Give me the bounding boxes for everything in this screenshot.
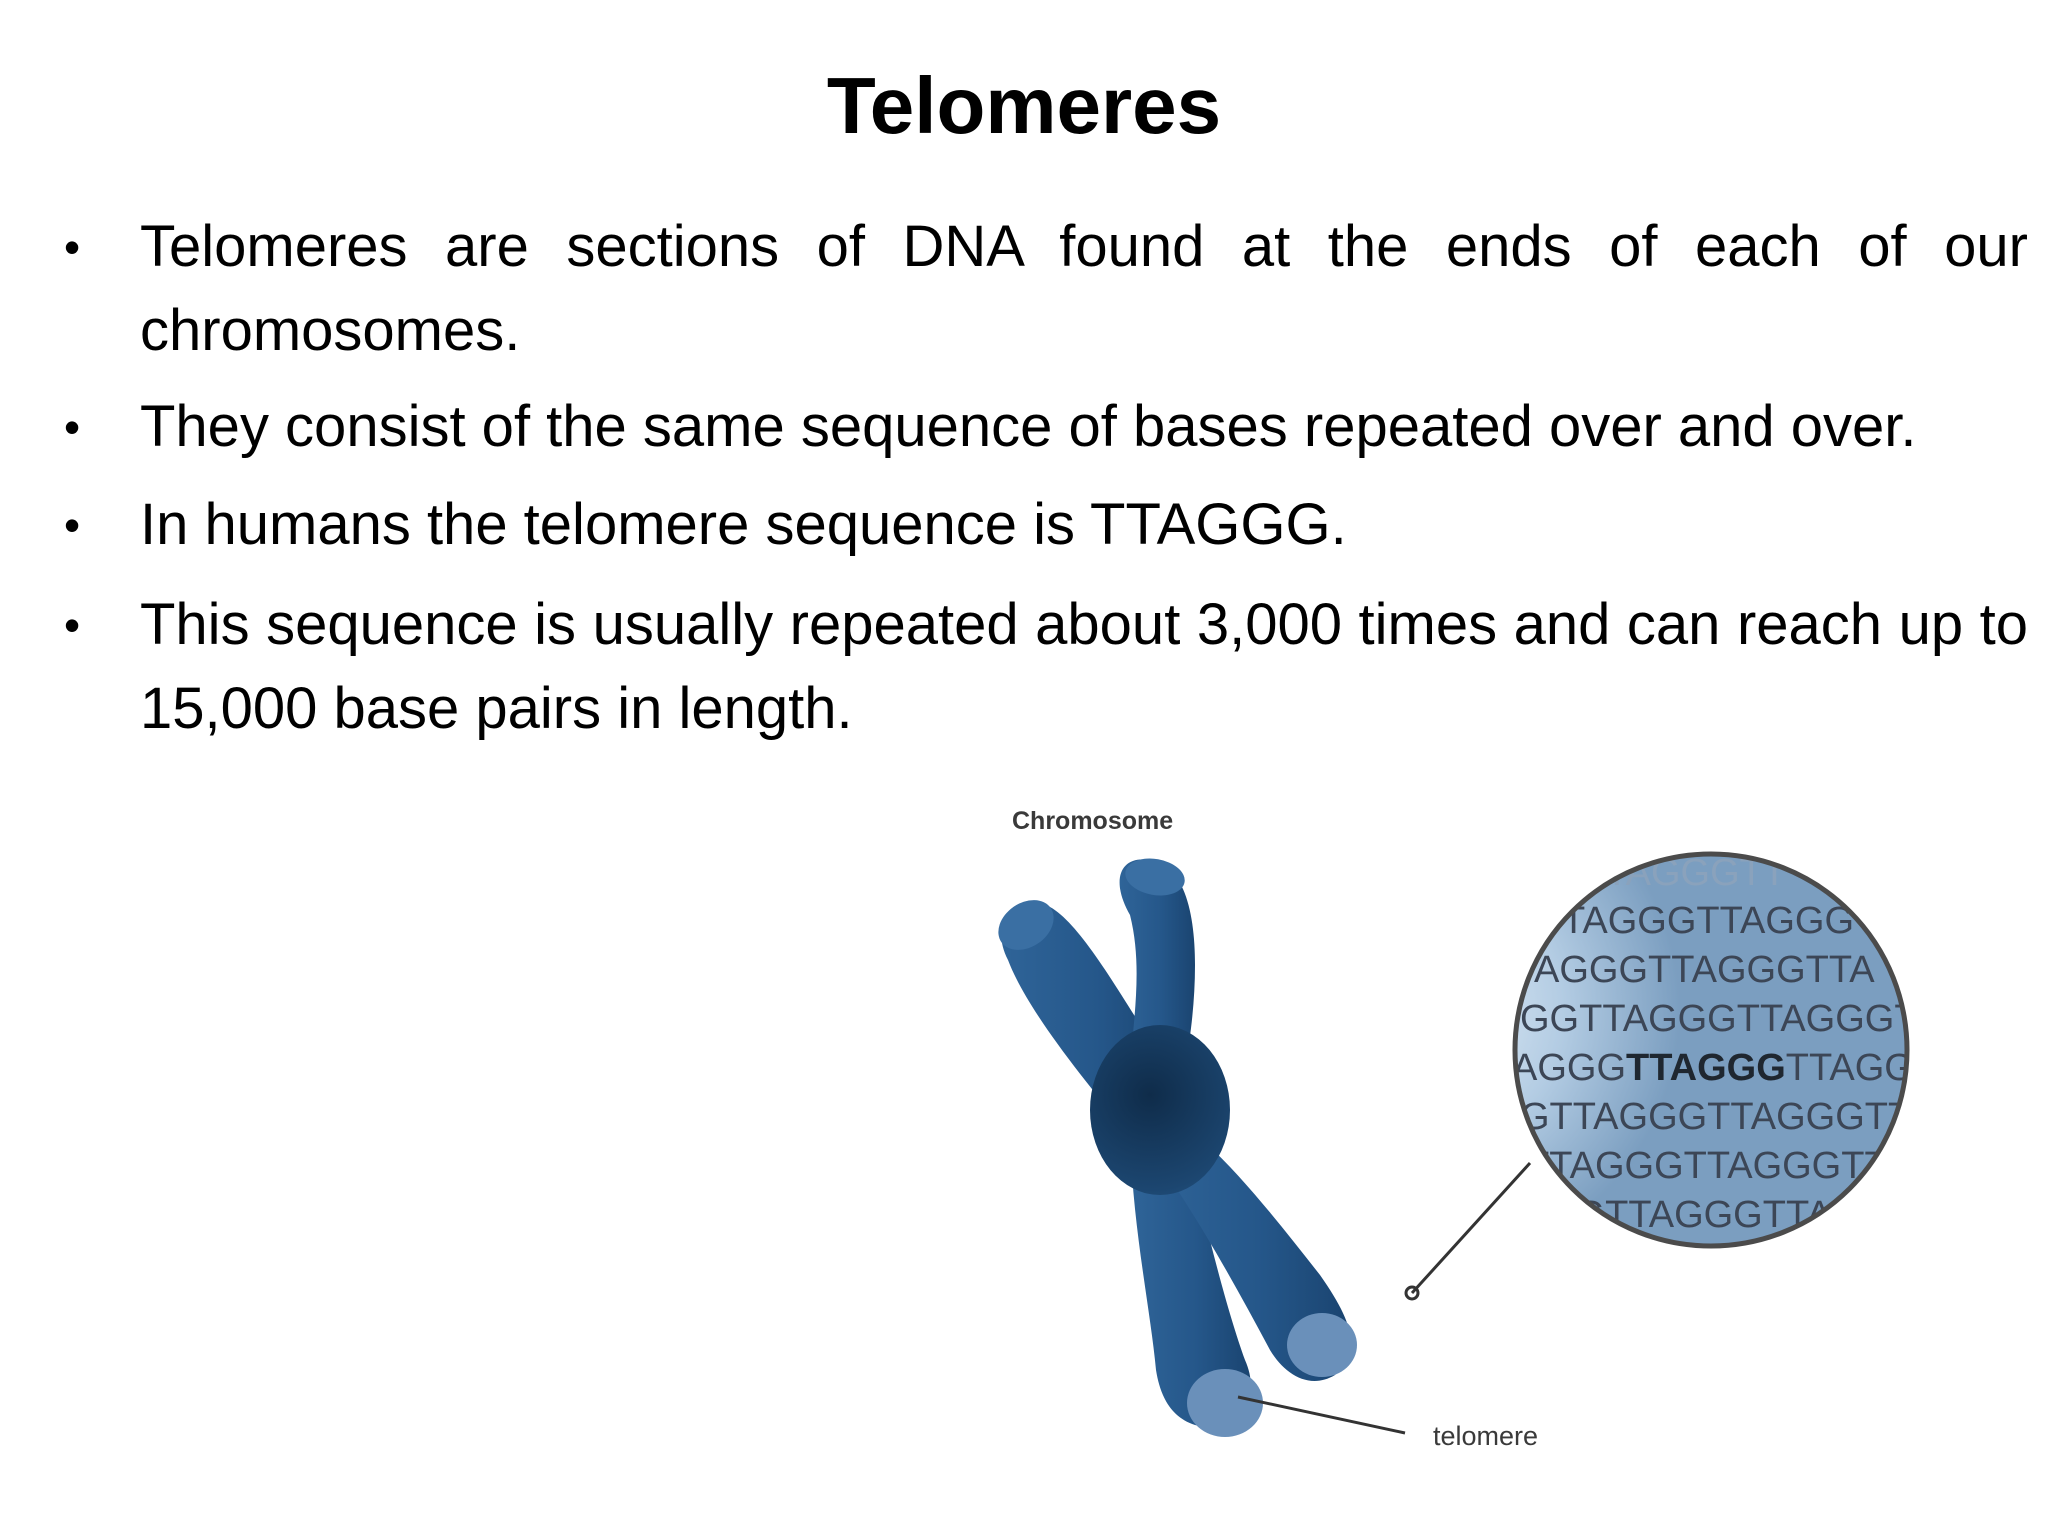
chromosome-diagram: Chromosome telomere [980,785,1940,1485]
sequence-part: TTAGG [1786,1047,1914,1089]
telomere-tip-upper-right [1125,858,1185,896]
telomere-tip-upper-left [998,900,1054,950]
telomere-label: telomere [1433,1421,1538,1451]
sequence-line: AGGGTTAGGGTTA [1534,949,1875,991]
sequence-highlight: TTAGGG [1626,1047,1786,1089]
chromosome-label: Chromosome [1012,807,1173,835]
bullet-item: • In humans the telomere sequence is TTA… [56,483,2028,567]
telomere-tip-lower-left [1187,1369,1263,1437]
bullet-item: • Telomeres are sections of DNA found at… [56,205,2028,373]
bullet-icon: • [64,599,81,651]
bullet-icon: • [64,401,81,453]
sequence-line: TTAGGGTTAGGGTT [1526,1145,1888,1187]
sequence-line: GTTAGGGTTAGGGTT [1520,1096,1911,1138]
sequence-part: AGGG [1512,1047,1626,1089]
sequence-line: GGTTAGGGTTAGGGT [1520,998,1918,1040]
bullet-icon: • [64,221,81,273]
bullet-text: They consist of the same sequence of bas… [140,394,1917,459]
slide-title: Telomeres [826,61,1222,150]
bullet-text: In humans the telomere sequence is TTAGG… [140,492,1347,557]
sequence-line-highlight: AGGGTTAGGGTTAGG [1512,1047,1914,1089]
bullet-icon: • [64,499,81,551]
bullet-text: Telomeres are sections of DNA found at t… [140,214,2028,363]
chromosome-arm-lower-left [1130,1120,1251,1427]
telomere-magnifier: TTAGGGTT TAGGGTTAGGG AGGGTTAGGGTTA GGTTA… [1512,851,1918,1249]
telomere-leader-line [1237,1395,1406,1435]
telomere-tip-lower-right [1287,1313,1357,1377]
bullet-item: • They consist of the same sequence of b… [56,385,2028,469]
centromere [1090,1025,1230,1195]
bullet-text: This sequence is usually repeated about … [140,592,2028,741]
bullet-list: • Telomeres are sections of DNA found at… [56,205,2028,751]
magnifier-lens [1515,854,1907,1246]
chromosome-shape [998,858,1357,1437]
sequence-line: TAGGGTTAGGG [1562,900,1854,942]
bullet-item: • This sequence is usually repeated abou… [56,583,2028,751]
magnifier-leader-dot [1404,1285,1420,1301]
magnifier-border [1512,851,1910,1249]
magnifier-leader-line [1410,1161,1532,1295]
